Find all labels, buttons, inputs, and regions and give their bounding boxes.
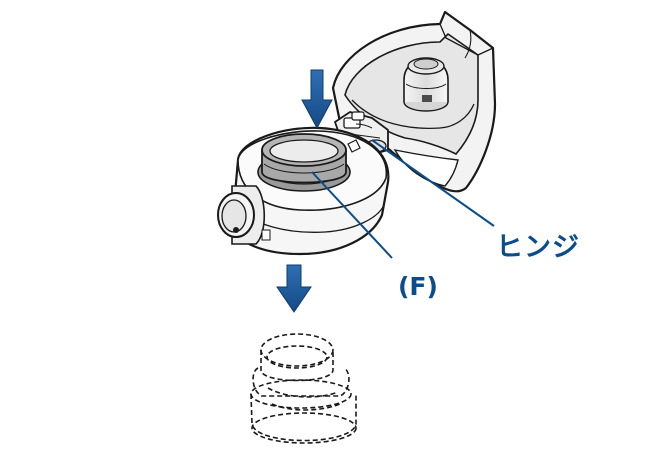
collar-base xyxy=(217,126,390,256)
part-f-label: (F) xyxy=(398,272,438,301)
hinge-label: ヒンジ xyxy=(496,232,580,263)
down-arrow-icon xyxy=(276,264,312,313)
removed-packing-outline xyxy=(250,333,357,444)
leader-line-hinge xyxy=(371,139,495,227)
leader-line-f xyxy=(311,171,393,259)
release-button xyxy=(217,185,271,245)
open-lid xyxy=(331,10,497,193)
down-arrow-icon xyxy=(301,69,333,130)
spout-plug xyxy=(403,57,449,112)
